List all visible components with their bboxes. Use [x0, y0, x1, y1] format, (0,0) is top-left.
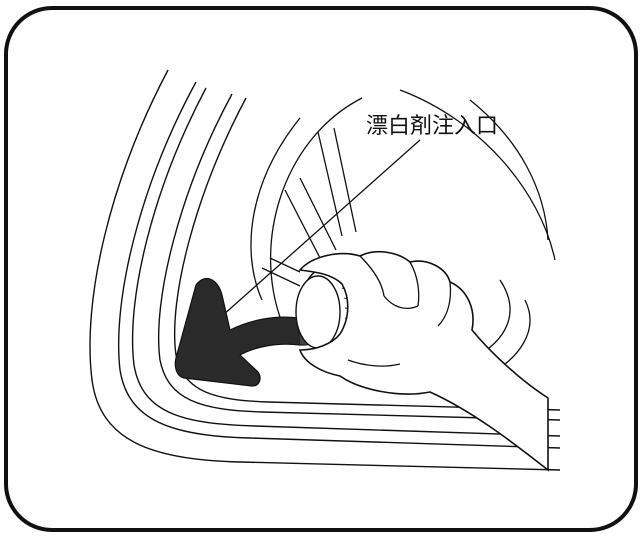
frame-border: [4, 6, 638, 532]
bleach-inlet-label: 漂白剤注入口: [366, 114, 499, 139]
drum-opening-lines: [89, 69, 561, 471]
hand-finger-lines: [347, 255, 452, 367]
callout-leader-line: [221, 139, 421, 317]
pour-direction-arrow-icon: [174, 277, 301, 387]
hand-turning-cap-icon: [298, 250, 549, 472]
